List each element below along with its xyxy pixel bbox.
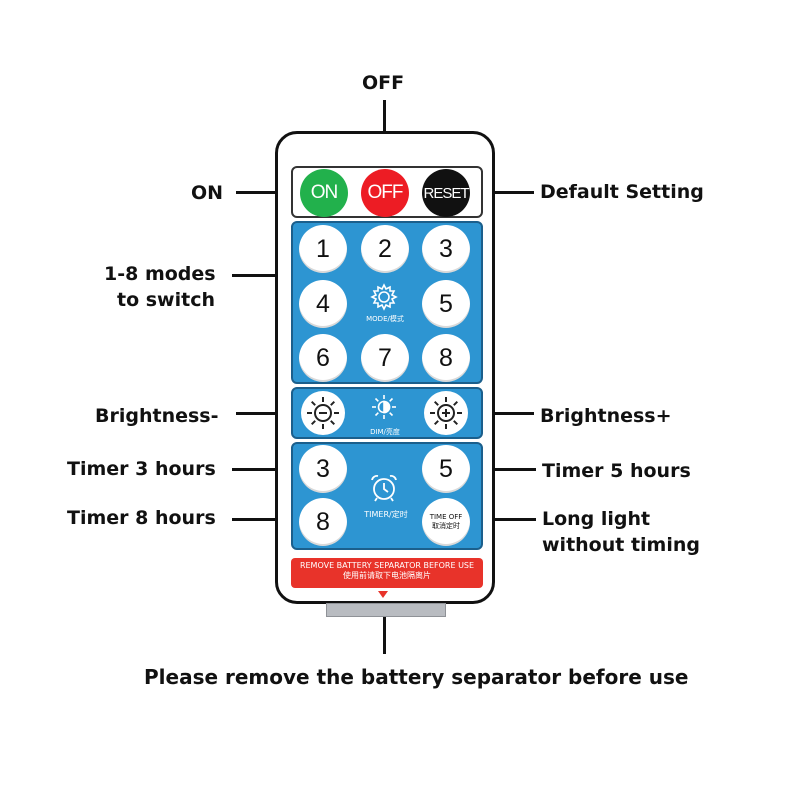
timer5-callout: Timer 5 hours <box>542 460 691 482</box>
timer-5-button[interactable]: 5 <box>422 445 470 493</box>
mode-button-3[interactable]: 3 <box>422 225 470 273</box>
on-leader <box>236 191 294 194</box>
timer5-leader <box>480 468 536 471</box>
modes-leader <box>232 274 293 277</box>
warning-line-cn: 使用前请取下电池隔离片 <box>343 571 431 580</box>
long-light-leader <box>480 518 536 521</box>
bottom-note: Please remove the battery separator befo… <box>144 665 689 689</box>
bottom-leader <box>383 614 386 654</box>
default-leader <box>480 191 534 194</box>
timer8-callout: Timer 8 hours <box>67 507 216 529</box>
on-button[interactable]: ON <box>300 169 348 217</box>
brightness-plus-leader <box>480 412 534 415</box>
timer8-leader <box>232 518 294 521</box>
timer-3-button[interactable]: 3 <box>299 445 347 493</box>
dim-sun-icon[interactable] <box>369 392 399 422</box>
brightness-minus-leader <box>236 412 293 415</box>
on-callout: ON <box>191 182 224 204</box>
brightness-minus-callout: Brightness- <box>95 405 219 427</box>
mode-caption: MODE/模式 <box>366 315 404 323</box>
pull-arrow-icon <box>378 591 388 598</box>
timer3-callout: Timer 3 hours <box>67 458 216 480</box>
timer-off-button[interactable]: TIME OFF 取消定时 <box>422 498 470 546</box>
brightness-down-icon <box>307 397 339 429</box>
mode-button-7[interactable]: 7 <box>361 334 409 382</box>
modes-callout-line1: 1-8 modes <box>104 263 216 285</box>
brightness-up-button[interactable] <box>424 391 468 435</box>
brightness-up-icon <box>430 397 462 429</box>
timer3-leader <box>232 468 294 471</box>
long-light-callout-line2: without timing <box>542 534 700 556</box>
off-button[interactable]: OFF <box>361 169 409 217</box>
mode-button-4[interactable]: 4 <box>299 280 347 328</box>
long-light-callout-line1: Long light <box>542 508 651 530</box>
reset-button[interactable]: RESET <box>422 169 470 217</box>
battery-warning: REMOVE BATTERY SEPARATOR BEFORE USE 使用前请… <box>291 558 483 588</box>
brightness-plus-callout: Brightness+ <box>540 405 672 427</box>
dim-caption: DIM/亮度 <box>370 428 400 436</box>
brightness-down-button[interactable] <box>301 391 345 435</box>
mode-button-2[interactable]: 2 <box>361 225 409 273</box>
warning-line-en: REMOVE BATTERY SEPARATOR BEFORE USE <box>299 561 475 570</box>
battery-separator-tab[interactable] <box>326 603 446 617</box>
mode-button-5[interactable]: 5 <box>422 280 470 328</box>
timer-8-button[interactable]: 8 <box>299 498 347 546</box>
mode-button-1[interactable]: 1 <box>299 225 347 273</box>
timer-off-label-cn: 取消定时 <box>432 522 460 530</box>
timer-caption: TIMER/定时 <box>364 510 408 519</box>
modes-callout-line2: to switch <box>117 289 215 311</box>
alarm-clock-icon[interactable] <box>367 472 401 504</box>
mode-button-6[interactable]: 6 <box>299 334 347 382</box>
default-setting-callout: Default Setting <box>540 181 704 203</box>
mode-gear-icon[interactable] <box>369 282 399 312</box>
timer-off-label-en: TIME OFF <box>429 513 463 521</box>
mode-button-8[interactable]: 8 <box>422 334 470 382</box>
off-callout: OFF <box>362 72 405 94</box>
